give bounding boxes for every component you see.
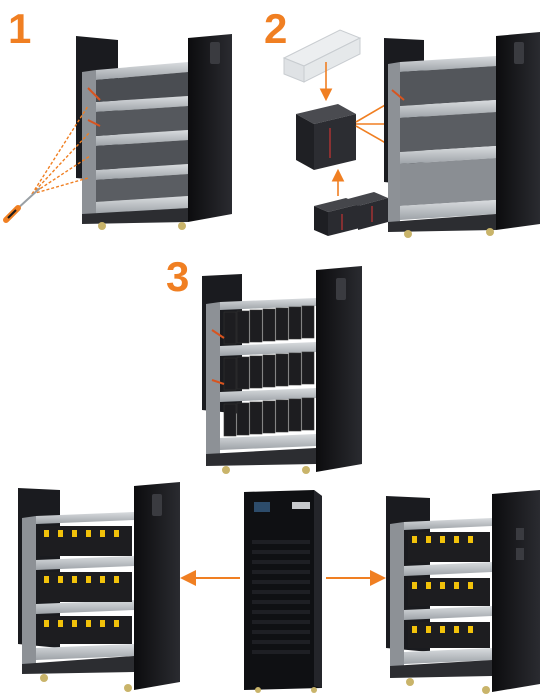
step-2-cabinet: [384, 32, 540, 238]
step-1-number: 1: [8, 5, 32, 52]
screwdriver-icon: [3, 187, 41, 223]
step-2-number: 2: [264, 5, 288, 52]
step-1-empty-cabinet: [3, 34, 232, 230]
step-3-number: 3: [166, 253, 190, 300]
bottom-left-cabinet: [18, 482, 180, 692]
ups-tower: [244, 490, 322, 693]
battery-row-group: [223, 305, 315, 437]
step-2-battery-insertion: [282, 29, 426, 236]
step-3-filled-cabinet: [202, 266, 362, 474]
bottom-right-cabinet: [386, 490, 540, 694]
